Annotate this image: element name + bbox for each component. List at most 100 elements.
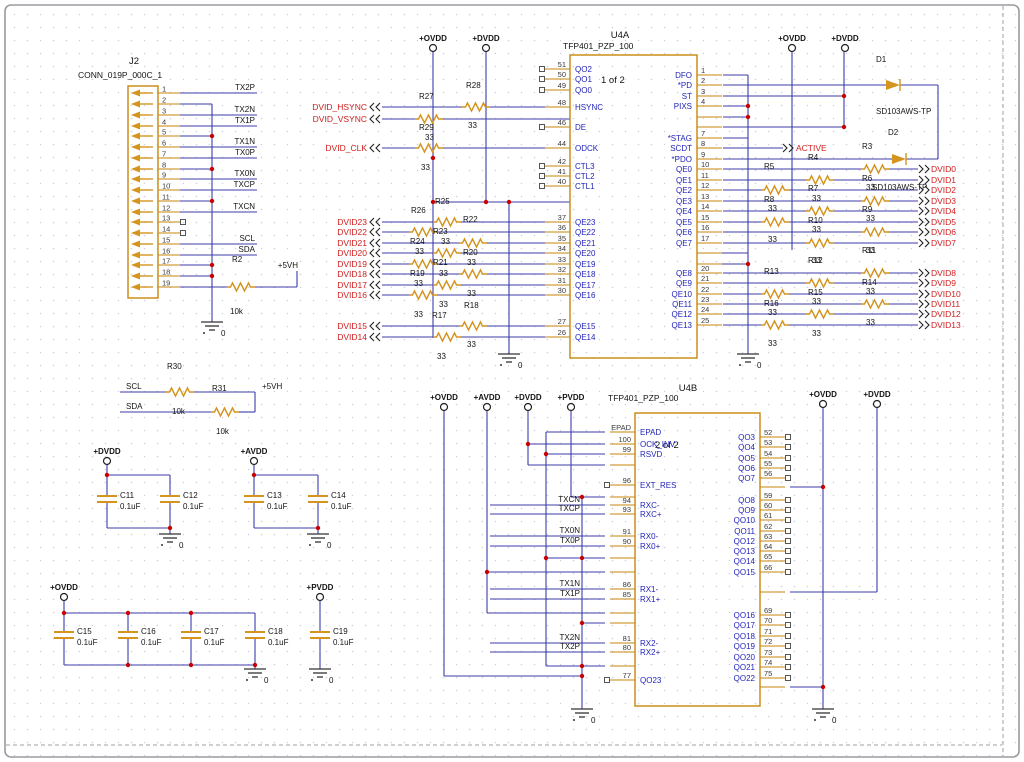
power-flag-+PVDD[interactable]: +PVDD [307, 583, 334, 602]
net-label-DVID6[interactable]: DVID6 [918, 227, 956, 237]
net-label-DVID21[interactable]: DVID21 [337, 238, 381, 248]
net-label-DVID22[interactable]: DVID22 [337, 227, 381, 237]
net-label-+5VH[interactable]: +5VH [278, 261, 298, 270]
ground-symbol[interactable]: 0 [498, 353, 523, 370]
net-label-TXCP[interactable]: TXCP [234, 180, 255, 189]
connector-J2[interactable]: J2CONN_019P_000C_11234567891011121314151… [78, 56, 180, 299]
net-label-DVID12[interactable]: DVID12 [918, 309, 961, 319]
net-label-TX1N[interactable]: TX1N [560, 579, 581, 588]
net-label-TX2P[interactable]: TX2P [235, 83, 255, 92]
net-label-TX0N[interactable]: TX0N [235, 169, 256, 178]
net-label-DVID9[interactable]: DVID9 [918, 278, 956, 288]
net-label-TX1P[interactable]: TX1P [560, 589, 580, 598]
ground-symbol[interactable]: 0 [309, 668, 334, 685]
ground-symbol[interactable]: 0 [201, 321, 226, 338]
net-label-DVID_HSYNC[interactable]: DVID_HSYNC [312, 102, 381, 112]
net-label-TXCN[interactable]: TXCN [233, 202, 255, 211]
wires[interactable] [63, 52, 939, 709]
power-flag-+DVDD[interactable]: +DVDD [93, 447, 121, 466]
ground-symbol[interactable]: 0 [737, 353, 762, 370]
net-label-SCL[interactable]: SCL [239, 234, 255, 243]
net-label-DVID17[interactable]: DVID17 [337, 280, 381, 290]
ground-symbol[interactable]: 0 [812, 708, 837, 725]
power-flag-+DVDD[interactable]: +DVDD [863, 390, 891, 409]
net-label-DVID1[interactable]: DVID1 [918, 175, 956, 185]
net-label-DVID3[interactable]: DVID3 [918, 196, 956, 206]
power-flag-+PVDD[interactable]: +PVDD [558, 393, 585, 412]
net-label-SDA[interactable]: SDA [239, 245, 256, 254]
net-label-DVID4[interactable]: DVID4 [918, 206, 956, 216]
net-label-TX2P[interactable]: TX2P [560, 642, 580, 651]
net-label-SDA[interactable]: SDA [126, 402, 143, 411]
net-label-TXCP[interactable]: TXCP [559, 504, 580, 513]
net-label-DVID7[interactable]: DVID7 [918, 238, 956, 248]
net-label-TX0P[interactable]: TX0P [560, 536, 580, 545]
net-label-DVID10[interactable]: DVID10 [918, 289, 961, 299]
ground-symbol[interactable]: 0 [244, 668, 269, 685]
net-label-DVID18[interactable]: DVID18 [337, 269, 381, 279]
net-label-TX1P[interactable]: TX1P [235, 116, 255, 125]
net-label-SCL[interactable]: SCL [126, 382, 142, 391]
net-label-DVID16[interactable]: DVID16 [337, 290, 381, 300]
net-label-TX0P[interactable]: TX0P [235, 148, 255, 157]
net-label-DVID13[interactable]: DVID13 [918, 320, 961, 330]
net-label-DVID0[interactable]: DVID0 [918, 164, 956, 174]
ground-symbol[interactable]: 0 [571, 708, 596, 725]
net-label-TX2N[interactable]: TX2N [235, 105, 256, 114]
power-flag-+DVDD[interactable]: +DVDD [831, 34, 859, 53]
net-label-DVID_CLK[interactable]: DVID_CLK [325, 143, 381, 153]
ground-symbol[interactable]: 0 [307, 533, 332, 550]
power-flag-+DVDD[interactable]: +DVDD [472, 34, 500, 53]
net-label-DVID14[interactable]: DVID14 [337, 332, 381, 342]
power-flag-+AVDD[interactable]: +AVDD [241, 447, 268, 466]
net-label-TXCN[interactable]: TXCN [558, 495, 580, 504]
net-label-+5VH[interactable]: +5VH [262, 382, 282, 391]
net-label-ACTIVE[interactable]: ACTIVE [782, 143, 827, 153]
power-flag-+AVDD[interactable]: +AVDD [474, 393, 501, 412]
power-flag-+DVDD[interactable]: +DVDD [514, 393, 542, 412]
ground-symbol[interactable]: 0 [159, 533, 184, 550]
power-flag-+OVDD[interactable]: +OVDD [778, 34, 806, 53]
net-label-TX0N[interactable]: TX0N [560, 526, 581, 535]
power-flag-+OVDD[interactable]: +OVDD [419, 34, 447, 53]
net-label-DVID15[interactable]: DVID15 [337, 321, 381, 331]
power-flag-+OVDD[interactable]: +OVDD [50, 583, 78, 602]
